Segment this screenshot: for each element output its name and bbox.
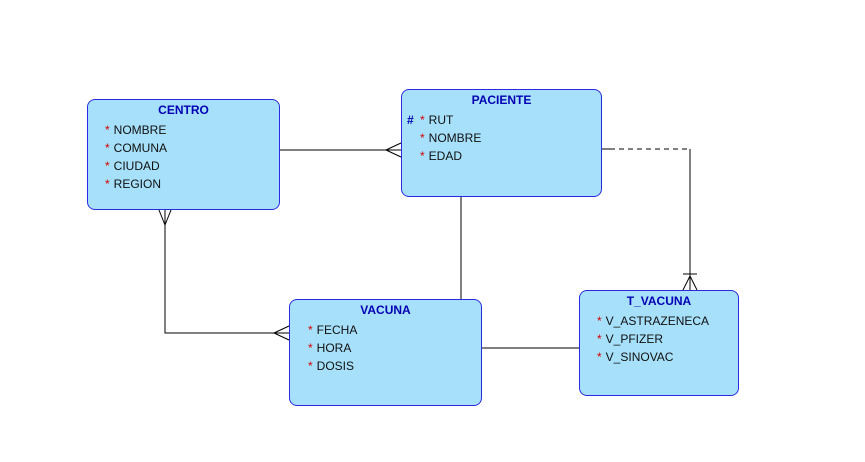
required-marker: *: [308, 359, 313, 373]
attribute-region: *REGION: [105, 175, 279, 193]
attribute-list: *FECHA *HORA *DOSIS: [290, 321, 481, 375]
crowfoot-centro: [158, 209, 166, 226]
attribute-list: *NOMBRE *COMUNA *CIUDAD *REGION: [88, 121, 279, 193]
attribute-name: V_SINOVAC: [605, 350, 674, 364]
attribute-edad: *EDAD: [407, 147, 601, 165]
required-marker: *: [105, 159, 110, 173]
attribute-v-sinovac: *V_SINOVAC: [597, 348, 738, 366]
required-marker: *: [420, 149, 425, 163]
crowfoot-vacuna: [273, 325, 290, 334]
entity-title: CENTRO: [158, 103, 209, 117]
attribute-name: COMUNA: [113, 141, 168, 155]
attribute-name: REGION: [113, 177, 162, 191]
attribute-name: FECHA: [316, 323, 358, 337]
required-marker: *: [105, 141, 110, 155]
required-marker: *: [420, 113, 425, 127]
required-marker: *: [420, 131, 425, 145]
attribute-name: HORA: [316, 341, 352, 355]
attribute-nombre: *NOMBRE: [407, 129, 601, 147]
primary-key-marker: #: [407, 113, 414, 127]
attribute-name: DOSIS: [316, 359, 355, 373]
attribute-ciudad: *CIUDAD: [105, 157, 279, 175]
relationship-paciente-t-vacuna: [602, 148, 698, 291]
attribute-list: #*RUT *NOMBRE *EDAD: [402, 111, 601, 165]
attribute-dosis: *DOSIS: [308, 357, 481, 375]
attribute-fecha: *FECHA: [308, 321, 481, 339]
attribute-name: EDAD: [428, 149, 463, 163]
attribute-comuna: *COMUNA: [105, 139, 279, 157]
required-marker: *: [105, 177, 110, 191]
attribute-list: *V_ASTRAZENECA *V_PFIZER *V_SINOVAC: [580, 312, 738, 366]
attribute-nombre: *NOMBRE: [105, 121, 279, 139]
attribute-v-pfizer: *V_PFIZER: [597, 330, 738, 348]
required-marker: *: [597, 314, 602, 328]
crowfoot-paciente: [385, 142, 402, 151]
entity-centro[interactable]: CENTRO *NOMBRE *COMUNA *CIUDAD *REGION: [87, 99, 280, 210]
entity-title: T_VACUNA: [626, 294, 692, 308]
entity-t-vacuna[interactable]: T_VACUNA *V_ASTRAZENECA *V_PFIZER *V_SIN…: [579, 290, 739, 396]
attribute-v-astrazeneca: *V_ASTRAZENECA: [597, 312, 738, 330]
relationship-centro-vacuna: [158, 209, 290, 341]
entity-title: VACUNA: [360, 303, 411, 317]
required-marker: *: [308, 341, 313, 355]
required-marker: *: [597, 332, 602, 346]
required-marker: *: [597, 350, 602, 364]
entity-vacuna[interactable]: VACUNA *FECHA *HORA *DOSIS: [289, 299, 482, 406]
entity-paciente[interactable]: PACIENTE #*RUT *NOMBRE *EDAD: [401, 89, 602, 197]
attribute-name: V_PFIZER: [605, 332, 664, 346]
attribute-rut: # *RUT: [407, 111, 601, 129]
attribute-name: NOMBRE: [113, 123, 167, 137]
required-marker: *: [105, 123, 110, 137]
required-marker: *: [308, 323, 313, 337]
attribute-name: V_ASTRAZENECA: [605, 314, 710, 328]
entity-title: PACIENTE: [471, 93, 532, 107]
attribute-name: NOMBRE: [428, 131, 482, 145]
crowfoot-t-vacuna: [682, 275, 691, 291]
attribute-name: CIUDAD: [113, 159, 160, 173]
attribute-hora: *HORA: [308, 339, 481, 357]
attribute-name: RUT: [428, 113, 454, 127]
relationship-centro-paciente: [280, 142, 402, 158]
